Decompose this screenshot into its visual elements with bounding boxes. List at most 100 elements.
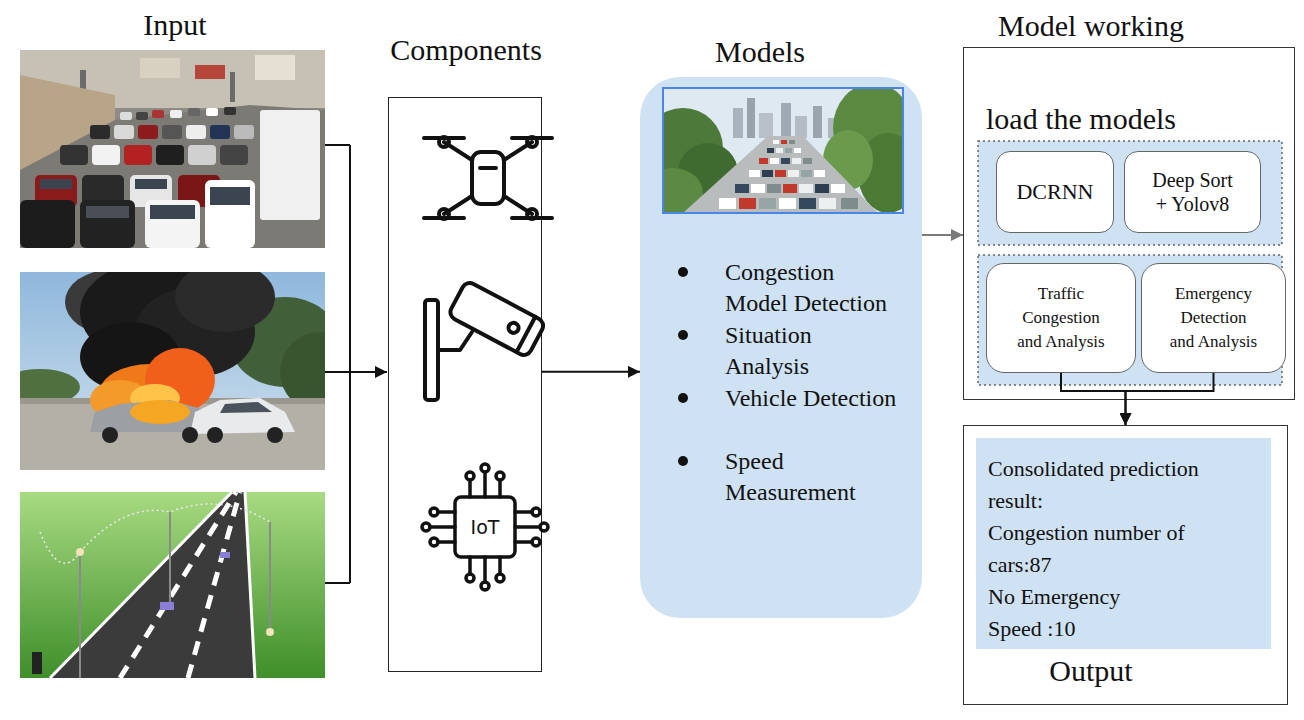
traffic-photo — [20, 50, 325, 248]
flow-arrow — [1061, 373, 1126, 425]
fire-photo — [130, 400, 190, 424]
camera-icon — [448, 280, 546, 358]
fire-photo — [130, 384, 180, 412]
fire-photo — [102, 427, 118, 443]
highway-photo — [749, 170, 760, 177]
smart-road-image — [245, 492, 255, 678]
traffic-photo — [195, 65, 225, 79]
iot-chip-icon — [466, 574, 474, 582]
box-label: DCRNN — [1000, 179, 1110, 205]
bullet-item: Situation Analysis — [725, 320, 897, 382]
traffic-photo — [92, 145, 120, 165]
highway-photo — [813, 106, 822, 138]
model-box: Deep Sort + Yolov8 — [1124, 151, 1261, 233]
highway-photo — [803, 158, 812, 164]
fire-photo — [20, 404, 325, 470]
iot-chip-icon — [532, 508, 540, 516]
highway-photo — [789, 140, 795, 144]
traffic-photo — [186, 125, 206, 139]
traffic-photo — [188, 145, 216, 165]
traffic-photo — [124, 145, 152, 165]
box-label: Traffic Congestion and Analysis — [1011, 282, 1111, 354]
traffic-photo — [230, 72, 235, 102]
highway-photo — [678, 143, 738, 203]
traffic-photo — [150, 205, 195, 219]
analysis-box: Traffic Congestion and Analysis — [986, 263, 1136, 373]
highway-photo — [815, 184, 829, 193]
iot-chip-icon — [455, 497, 515, 557]
highway-photo — [841, 198, 858, 209]
highway-photo — [770, 158, 779, 164]
traffic-photo — [220, 145, 248, 165]
iot-chip-icon — [470, 557, 500, 582]
highway-photo — [773, 140, 779, 144]
smart-road-image — [269, 522, 271, 632]
highway-photo — [719, 198, 736, 209]
smart-road-image — [80, 504, 270, 552]
traffic-photo — [188, 108, 200, 116]
drone-icon — [527, 209, 537, 219]
fire-photo — [145, 348, 215, 412]
drone-icon — [527, 137, 537, 147]
input-wire — [350, 371, 387, 373]
traffic-photo — [138, 125, 158, 139]
traffic-photo — [20, 200, 75, 248]
highway-photo — [779, 198, 796, 209]
traffic-photo — [210, 187, 250, 205]
fire-photo — [20, 398, 325, 404]
traffic-photo — [255, 55, 295, 80]
drone-icon — [439, 209, 449, 219]
iot-chip-icon — [430, 512, 455, 542]
traffic-photo — [156, 145, 184, 165]
box-label: Emergency Detection and Analysis — [1167, 282, 1260, 354]
bullet-dot — [678, 456, 688, 466]
highway-photo — [762, 170, 773, 177]
result-line: Congestion number of cars:87 — [988, 517, 1238, 581]
highway-photo — [831, 184, 845, 193]
highway-photo — [858, 133, 903, 213]
traffic-photo — [40, 179, 72, 189]
bullet-item: Vehicle Detection — [725, 383, 897, 414]
smart-road-image — [20, 492, 325, 678]
highway-photo — [775, 170, 786, 177]
camera-icon — [507, 321, 521, 335]
iot-chip-icon — [422, 523, 430, 531]
smart-road-image — [40, 532, 80, 563]
iot-chip-icon — [496, 574, 504, 582]
smart-road-image — [50, 492, 255, 678]
highway-photo — [759, 198, 776, 209]
flow-arrow — [922, 234, 963, 236]
traffic-photo — [205, 180, 255, 248]
result-line: No Emergency — [988, 581, 1238, 613]
drone-icon — [424, 137, 552, 219]
traffic-photo — [162, 125, 182, 139]
highway-photo — [759, 113, 773, 138]
smart-road-image — [32, 652, 42, 674]
fire-photo — [267, 427, 283, 443]
panel-heading: Output — [964, 654, 1218, 688]
highway-photo — [767, 148, 774, 153]
fire-photo — [190, 398, 295, 434]
fire-photo — [230, 297, 325, 387]
model-box: DCRNN — [996, 151, 1114, 233]
fire-photo — [207, 427, 223, 443]
traffic-photo — [82, 175, 124, 207]
highway-photo — [733, 108, 743, 138]
iot-chip-icon — [540, 523, 548, 531]
drone-icon — [480, 166, 496, 170]
traffic-photo — [224, 107, 236, 115]
fire-photo — [220, 402, 272, 413]
fire-photo — [80, 272, 220, 362]
iot-chip-icon — [496, 472, 504, 480]
traffic-photo — [140, 58, 180, 78]
smart-road-image — [76, 548, 84, 556]
traffic-photo — [86, 206, 129, 218]
highway-photo — [814, 170, 825, 177]
highway-photo — [663, 88, 903, 213]
traffic-photo — [90, 125, 110, 139]
fire-photo — [175, 272, 275, 332]
highway-photo — [747, 98, 755, 138]
highway-photo — [776, 148, 783, 153]
iot-chip-icon — [481, 464, 489, 472]
fire-photo — [100, 364, 200, 420]
